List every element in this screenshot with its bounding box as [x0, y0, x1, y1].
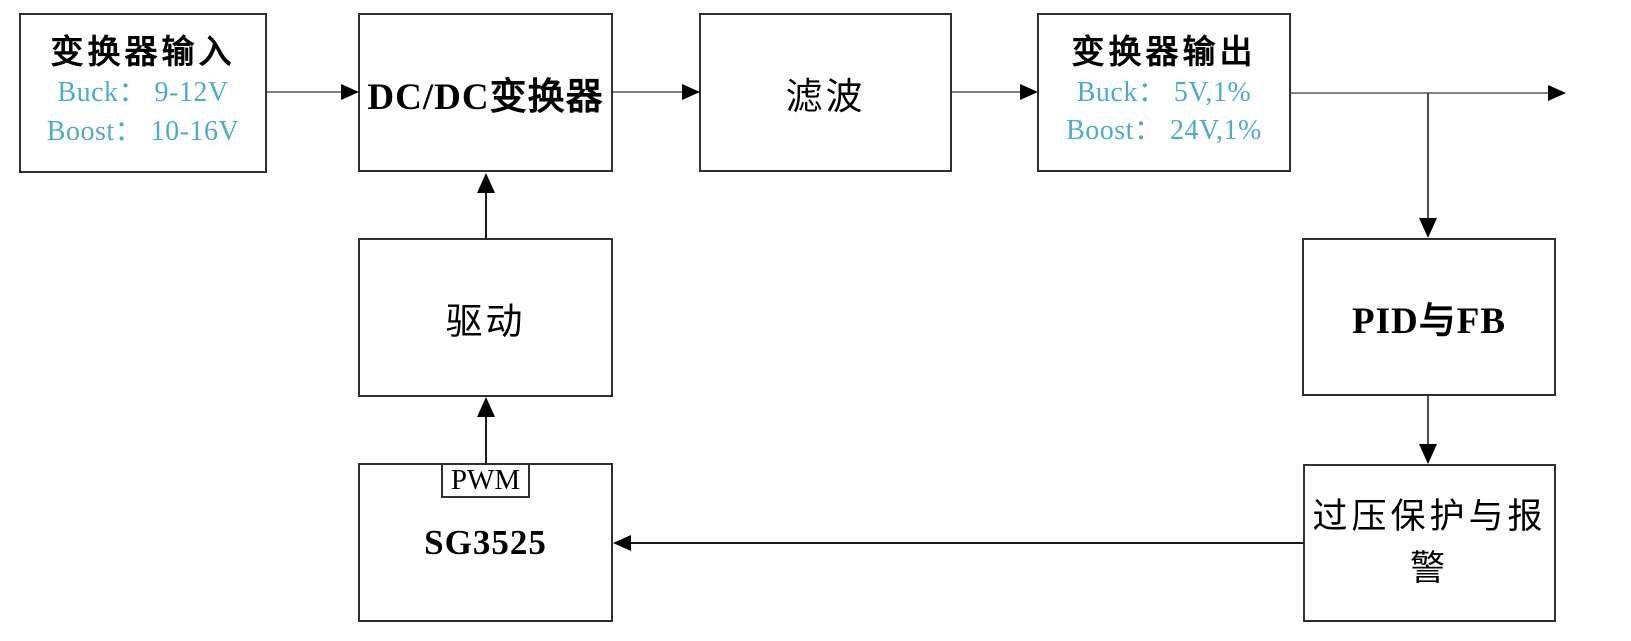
- node-converter-input: 变换器输入 Buck： 9-12V Boost： 10-16V: [19, 13, 267, 173]
- connector-ovp-to-sg3525: [630, 542, 1303, 544]
- pid-fb-label: PID与FB: [1352, 301, 1506, 342]
- connector-dcdc-to-filter: [613, 91, 683, 93]
- node-drive: 驱动: [358, 238, 613, 397]
- arrowhead-dcdc-to-filter: [682, 84, 700, 100]
- connector-pwm-to-drive: [485, 416, 487, 463]
- arrowhead-output-to-external: [1548, 85, 1566, 101]
- node-overvoltage-protection: 过压保护与报警: [1303, 464, 1556, 622]
- arrowhead-ovp-to-sg3525: [613, 535, 631, 551]
- arrowhead-pwm-to-drive: [477, 397, 495, 417]
- converter-output-buck-spec: Buck： 5V,1%: [1076, 76, 1252, 108]
- converter-output-boost-spec: Boost： 24V,1%: [1066, 115, 1262, 147]
- connector-drive-to-dcdc: [485, 193, 487, 238]
- overvoltage-protection-label: 过压保护与报警: [1312, 496, 1547, 589]
- connector-output-to-external: [1291, 92, 1549, 94]
- converter-input-title: 变换器输入: [50, 35, 236, 72]
- connector-filter-to-output: [952, 91, 1021, 93]
- drive-label: 驱动: [445, 301, 526, 343]
- node-dcdc-converter: DC/DC变换器: [358, 13, 613, 172]
- converter-input-boost-spec: Boost： 10-16V: [46, 115, 240, 147]
- connector-pid-to-ovp: [1427, 396, 1429, 445]
- arrowhead-branch-to-pid: [1419, 218, 1437, 238]
- sg3525-label: SG3525: [424, 522, 547, 562]
- node-filter: 滤波: [699, 13, 952, 172]
- filter-label: 滤波: [785, 76, 866, 118]
- dcdc-converter-label: DC/DC变换器: [367, 76, 604, 118]
- converter-input-buck-spec: Buck： 9-12V: [57, 77, 229, 109]
- connector-input-to-dcdc: [267, 91, 342, 93]
- arrowhead-drive-to-dcdc: [477, 173, 495, 193]
- pwm-label: PWM: [450, 464, 521, 496]
- node-converter-output: 变换器输出 Buck： 5V,1% Boost： 24V,1%: [1037, 13, 1291, 172]
- arrowhead-input-to-dcdc: [341, 84, 359, 100]
- connector-branch-to-pid: [1427, 93, 1429, 219]
- arrowhead-filter-to-output: [1020, 84, 1038, 100]
- arrowhead-pid-to-ovp: [1419, 444, 1437, 464]
- node-pid-fb: PID与FB: [1302, 238, 1556, 396]
- pwm-tag: PWM: [441, 463, 530, 498]
- converter-output-title: 变换器输出: [1071, 34, 1257, 71]
